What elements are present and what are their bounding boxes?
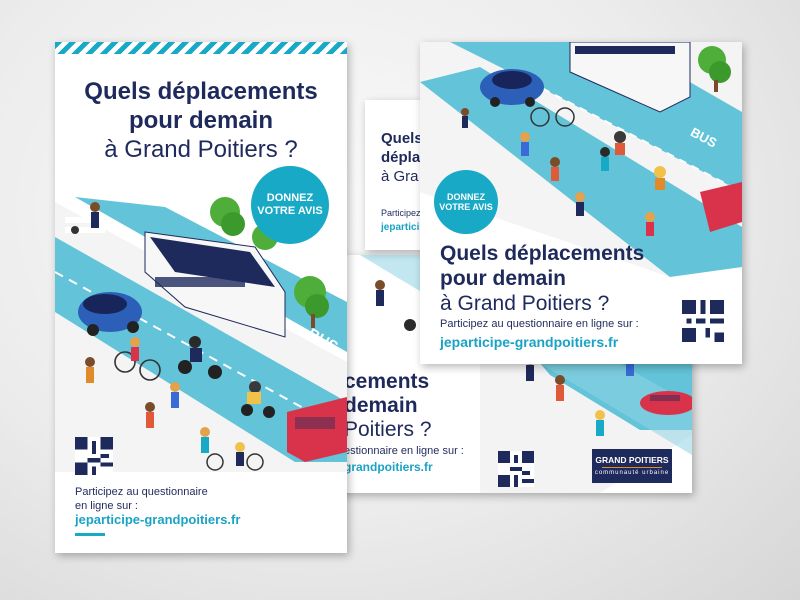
participate-fragment-middle: Participez (381, 208, 421, 218)
headline-fragment-mid-line1: Quels (381, 130, 423, 147)
headline-fragment-middle: Quels dépla à Gra (381, 130, 423, 186)
headline-top: Quels déplacements pour demain à Grand P… (440, 242, 644, 316)
cta-line2: VOTRE AVIS (257, 205, 323, 217)
brand-subtitle: communauté urbaine (594, 470, 670, 476)
cta-badge-left[interactable]: DONNEZ VOTRE AVIS (251, 166, 329, 244)
poster-square-top: BUS DONNEZ VOTRE AVIS Quels déplacements… (420, 42, 742, 364)
poster-vertical-left: Quels déplacements pour demain à Grand P… (55, 42, 347, 553)
participate-fragment-bottom: estionnaire en ligne sur : (344, 445, 464, 457)
brand-divider (602, 467, 662, 468)
headline-line3: à Grand Poitiers ? (104, 135, 298, 163)
cta-badge-top[interactable]: DONNEZ VOTRE AVIS (434, 170, 498, 234)
headline-fragment-line3: Poitiers ? (344, 418, 432, 442)
cta-line1: DONNEZ (266, 192, 314, 205)
participate-text-left: Participez au questionnaire en ligne sur… (75, 485, 208, 514)
brand-logo-grand-poitiers: GRAND POITIERS communauté urbaine (592, 449, 672, 483)
url-underline-decoration (75, 533, 105, 536)
illustration-street-top (420, 42, 742, 277)
headline-line2: pour demain (128, 106, 273, 134)
headline-fragment-mid-line3: à Gra (381, 167, 419, 185)
url-fragment-bottom: grandpoitiers.fr (344, 460, 433, 474)
qr-code-top (682, 300, 724, 342)
headline-fragment-mid-line2: dépla (381, 148, 421, 166)
url-link-top[interactable]: jeparticipe-grandpoitiers.fr (440, 334, 619, 350)
cta-line1: DONNEZ (446, 191, 485, 202)
headline-line1: Quels déplacements (440, 242, 645, 265)
headline-left: Quels déplacements pour demain à Grand P… (55, 78, 347, 164)
url-fragment-middle: jeparticipe (381, 222, 432, 233)
decorative-stripes (55, 42, 347, 54)
qr-code-left (75, 437, 113, 475)
participate-text-top: Participez au questionnaire en ligne sur… (440, 318, 639, 330)
qr-code-bottom (498, 451, 534, 487)
headline-fragment-bottom: cements demain Poitiers ? (344, 370, 432, 442)
headline-line3: à Grand Poitiers ? (440, 291, 610, 315)
participate-line2: en ligne sur : (75, 500, 138, 513)
participate-line1: Participez au questionnaire (75, 486, 208, 498)
headline-line1: Quels déplacements (84, 78, 318, 105)
brand-name: GRAND POITIERS (595, 455, 669, 465)
headline-fragment-line1: cements (344, 370, 430, 393)
headline-fragment-line2: demain (344, 394, 418, 418)
cta-line2: VOTRE AVIS (439, 202, 493, 212)
url-link-left[interactable]: jeparticipe-grandpoitiers.fr (75, 512, 241, 527)
illustration-street-left (55, 197, 347, 472)
headline-line2: pour demain (440, 266, 567, 290)
